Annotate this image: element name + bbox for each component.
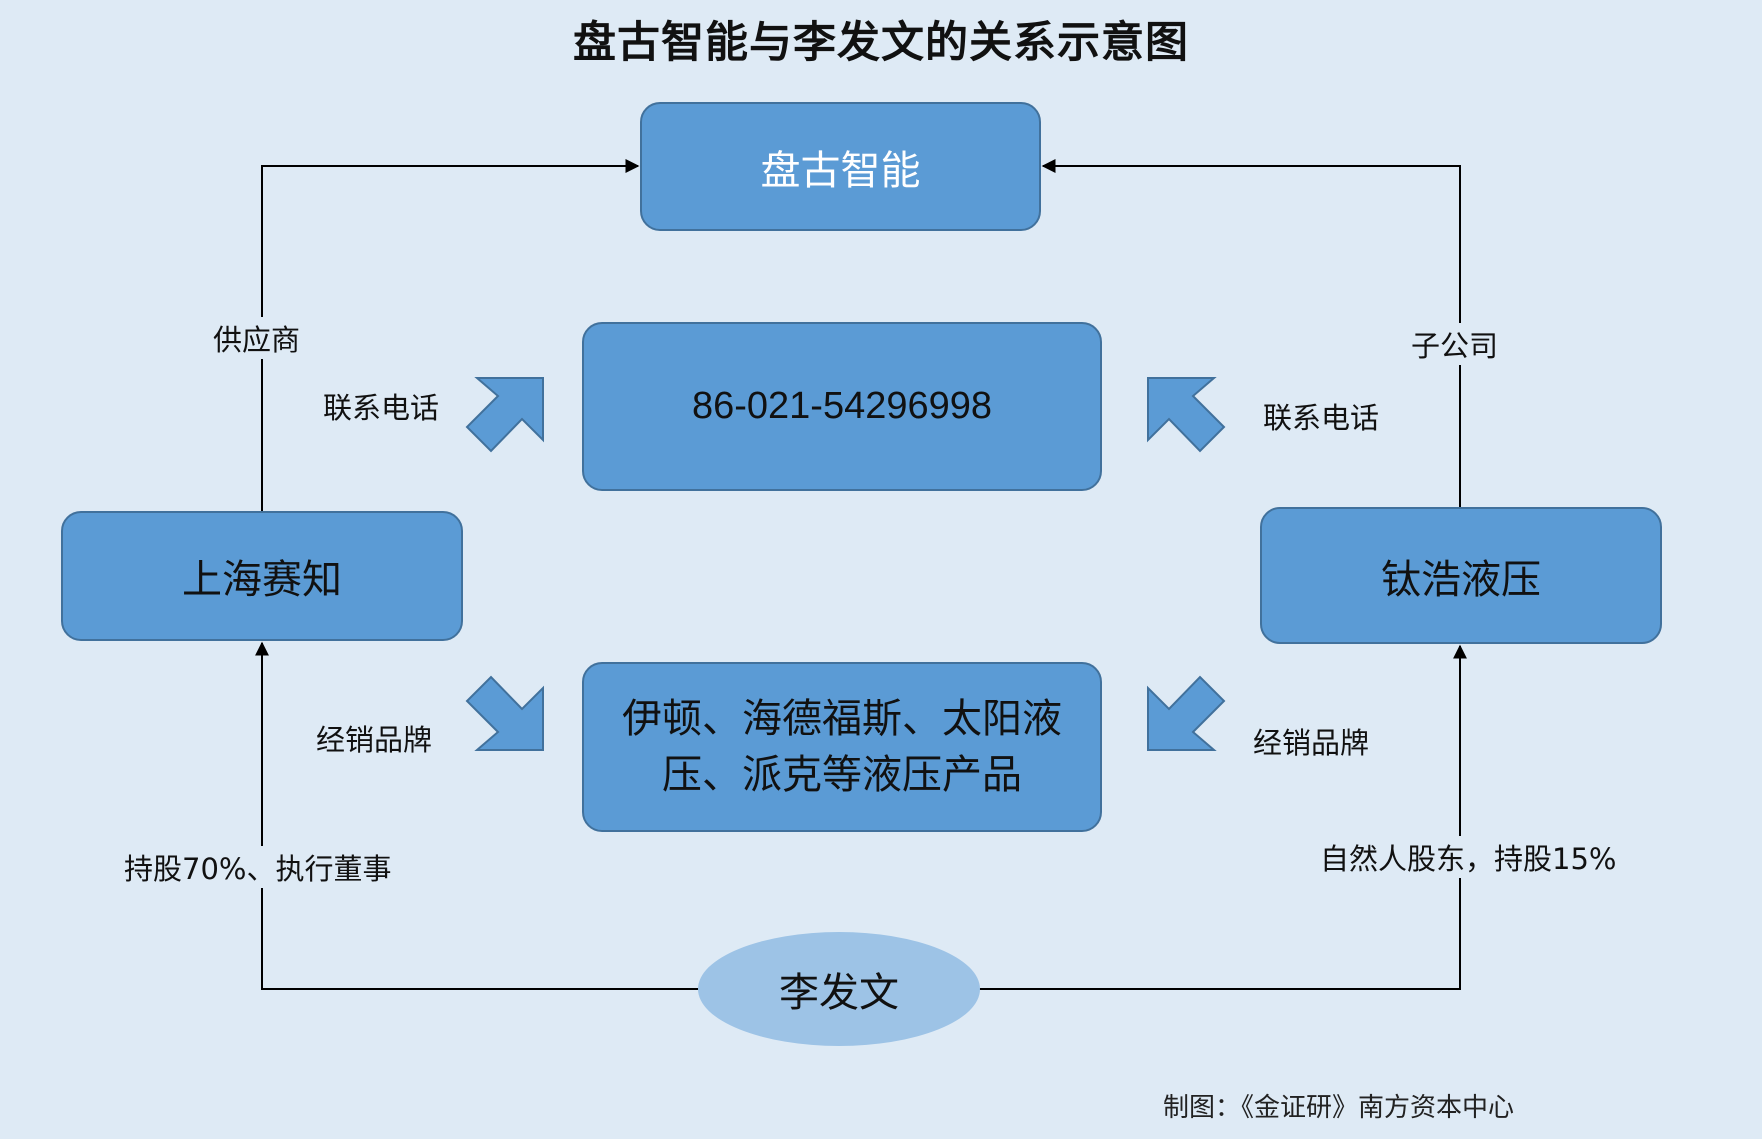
node-shanghai-saizhi: 上海赛知 [61, 511, 463, 641]
label-contact-left: 联系电话 [317, 385, 446, 427]
label-contact-right: 联系电话 [1257, 395, 1386, 437]
label-holding-left: 持股70%、执行董事 [118, 846, 398, 888]
node-taihao-hydraulic-label: 钛浩液压 [1381, 556, 1541, 603]
label-holding-right: 自然人股东，持股15% [1314, 836, 1623, 878]
node-li-fawen-label: 李发文 [779, 970, 899, 1016]
node-taihao-hydraulic: 钛浩液压 [1260, 507, 1662, 644]
node-phone-label: 86-021-54296998 [691, 385, 993, 427]
node-pangu-label: 盘古智能 [760, 147, 921, 194]
block-arrow-left-to-brands [465, 675, 544, 751]
label-supplier: 供应商 [207, 317, 307, 359]
node-shanghai-saizhi-label: 上海赛知 [182, 557, 342, 603]
block-arrow-left-to-phone [465, 377, 544, 453]
block-arrow-right-to-phone [1147, 377, 1226, 453]
label-subsidiary: 子公司 [1405, 323, 1505, 365]
footer-credit: 制图：《金证研》南方资本中心 [1162, 1093, 1514, 1123]
label-brand-right: 经销品牌 [1247, 720, 1376, 762]
node-phone: 86-021-54296998 [582, 322, 1102, 491]
node-brands-label: 伊顿、海德福斯、太阳液压、派克等液压产品 [622, 696, 1062, 798]
node-brands: 伊顿、海德福斯、太阳液压、派克等液压产品 [582, 662, 1102, 832]
connector-saizhi-to-pangu [261, 159, 640, 512]
label-brand-left: 经销品牌 [310, 717, 439, 759]
connector-taihao-to-pangu [1041, 159, 1461, 508]
diagram-title: 盘古智能与李发文的关系示意图 [573, 18, 1189, 68]
block-arrow-right-to-brands [1147, 675, 1226, 751]
connector-li-to-taihao [978, 644, 1467, 990]
connector-li-to-saizhi [255, 641, 700, 990]
node-li-fawen: 李发文 [698, 932, 980, 1046]
node-pangu: 盘古智能 [640, 102, 1041, 231]
